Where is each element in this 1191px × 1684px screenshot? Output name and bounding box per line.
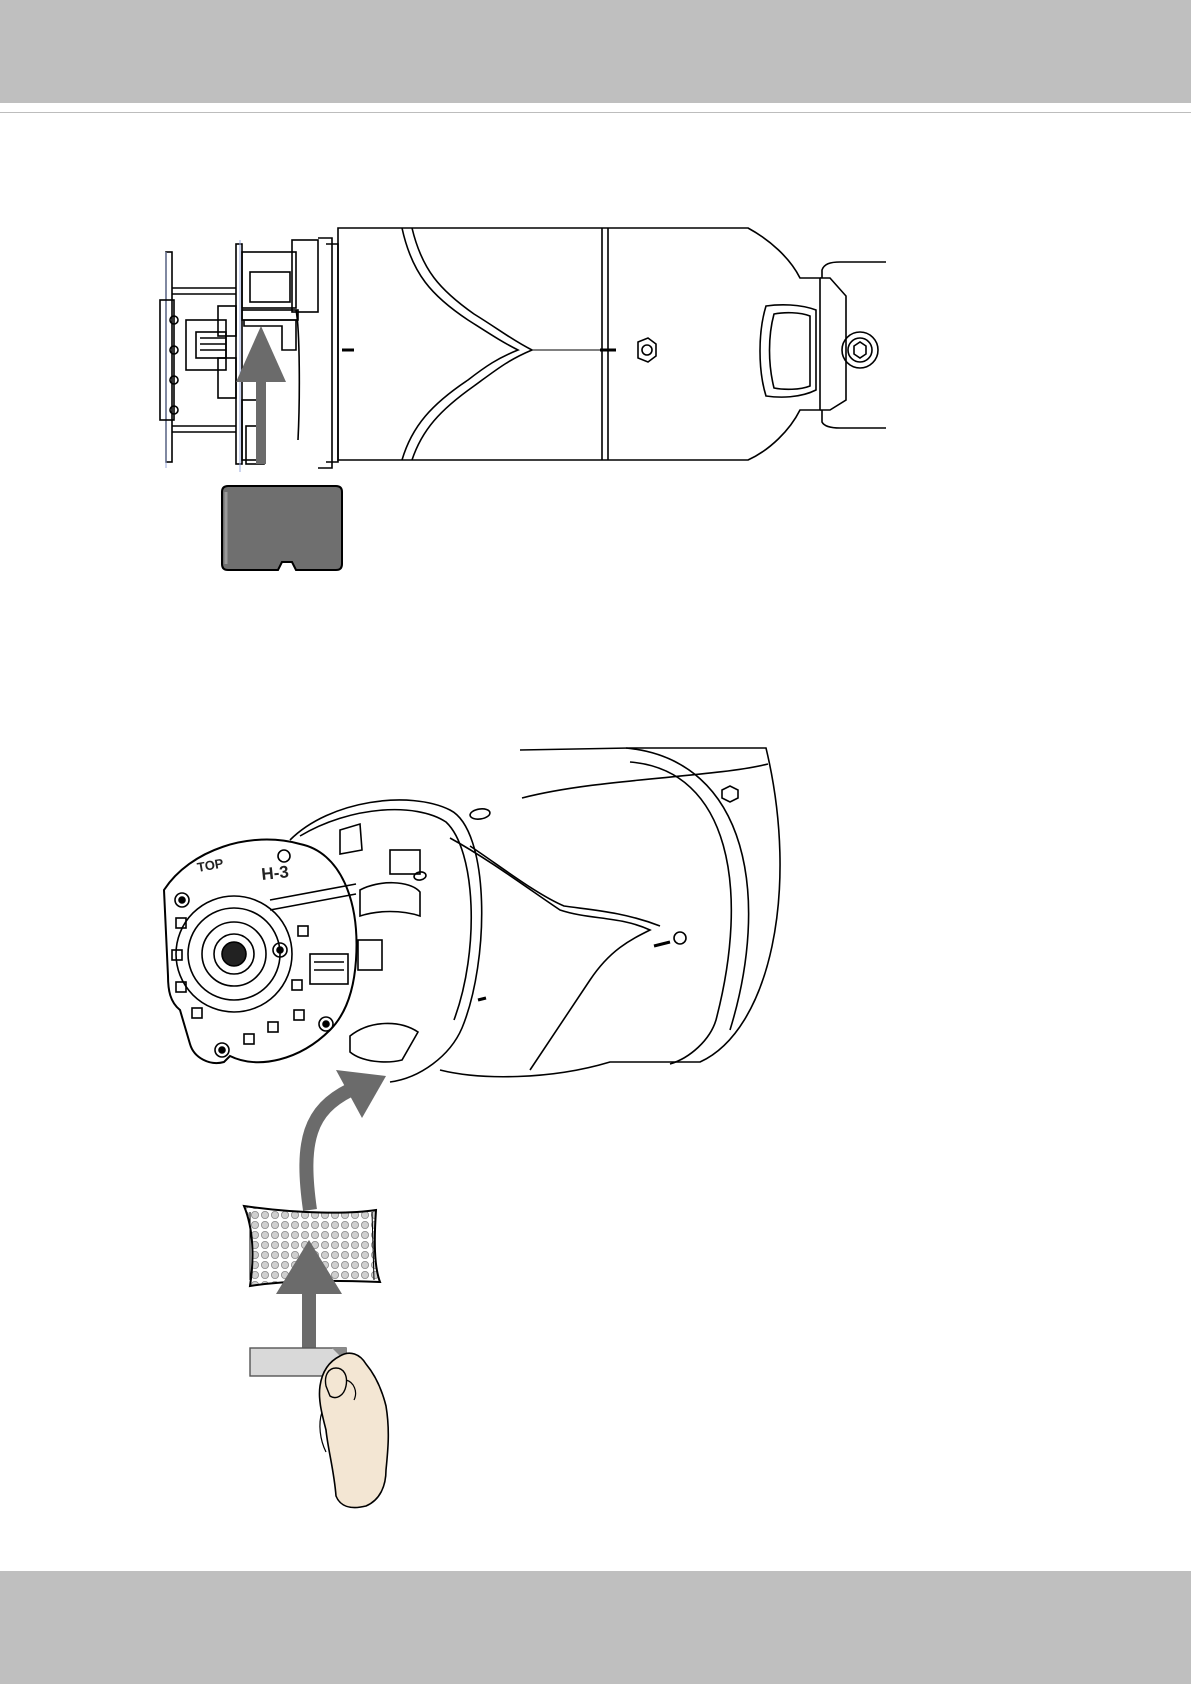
- top-mark-label: TOP: [196, 856, 225, 875]
- camera-front-view-illustration: TOP H-3: [150, 740, 800, 1520]
- microsd-card-icon: [222, 486, 342, 570]
- camera-side-view-illustration: [140, 210, 900, 590]
- page-footer-band: [0, 1571, 1191, 1684]
- page-header-band: [0, 0, 1191, 103]
- module-mark-label: H-3: [260, 862, 289, 884]
- hand-icon: [319, 1353, 388, 1507]
- header-divider: [0, 112, 1191, 113]
- desiccant-insertion-figure: TOP H-3: [150, 740, 800, 1520]
- curved-arrow-icon: [306, 1070, 386, 1210]
- camera-module-front-view-icon: [164, 748, 780, 1082]
- microsd-insertion-figure: [140, 210, 900, 590]
- up-arrow-icon: [236, 326, 286, 464]
